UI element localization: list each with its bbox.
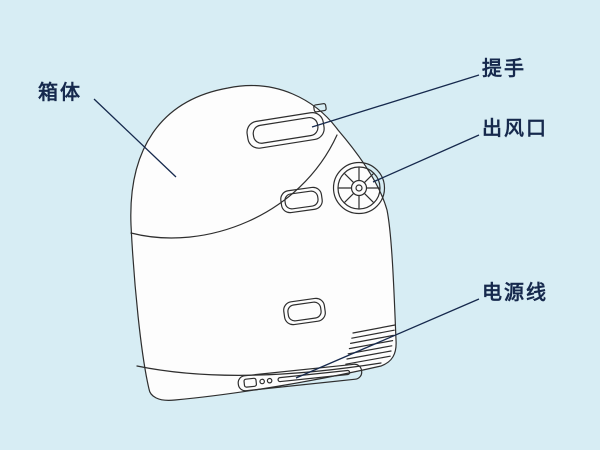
dome-seam: [130, 134, 338, 239]
cord-slot: [277, 369, 351, 383]
body-outline: [130, 84, 397, 401]
vent-slats: [345, 324, 396, 365]
power-strip: [237, 363, 363, 392]
handle-notch: [313, 103, 327, 113]
indicator-dot-2: [266, 377, 273, 384]
leader-line-air-outlet: [372, 134, 480, 183]
recessed-handle-lower-outer: [283, 297, 326, 326]
base-seam: [136, 362, 382, 376]
power-switch: [243, 377, 258, 388]
recessed-handle-lower: [283, 297, 326, 326]
label-handle: 提手: [482, 58, 526, 80]
label-air-outlet: 出风口: [482, 118, 548, 140]
leader-lines: [93, 74, 480, 379]
device-body: [130, 84, 397, 401]
leader-line-power-cord: [295, 298, 480, 379]
fan-outlet: [332, 161, 386, 215]
fan-ring-inner: [337, 166, 381, 210]
recessed-handle-upper: [280, 186, 323, 214]
fan-hub-cap: [355, 184, 363, 192]
fan-ring-outer: [332, 161, 386, 215]
fan-hub: [350, 179, 368, 197]
recessed-handle-upper-outer: [280, 186, 323, 214]
fan-spokes: [338, 167, 380, 209]
power-strip-outline: [237, 363, 363, 392]
indicator-dot-1: [259, 378, 265, 385]
recessed-handle-lower-inner: [287, 301, 322, 322]
label-cabinet: 箱体: [38, 82, 82, 104]
leader-line-handle: [311, 74, 480, 128]
label-power-cord: 电源线: [482, 282, 548, 304]
handle-outer: [246, 112, 325, 149]
leader-line-cabinet: [93, 98, 177, 178]
recessed-handle-upper-inner: [284, 190, 319, 210]
